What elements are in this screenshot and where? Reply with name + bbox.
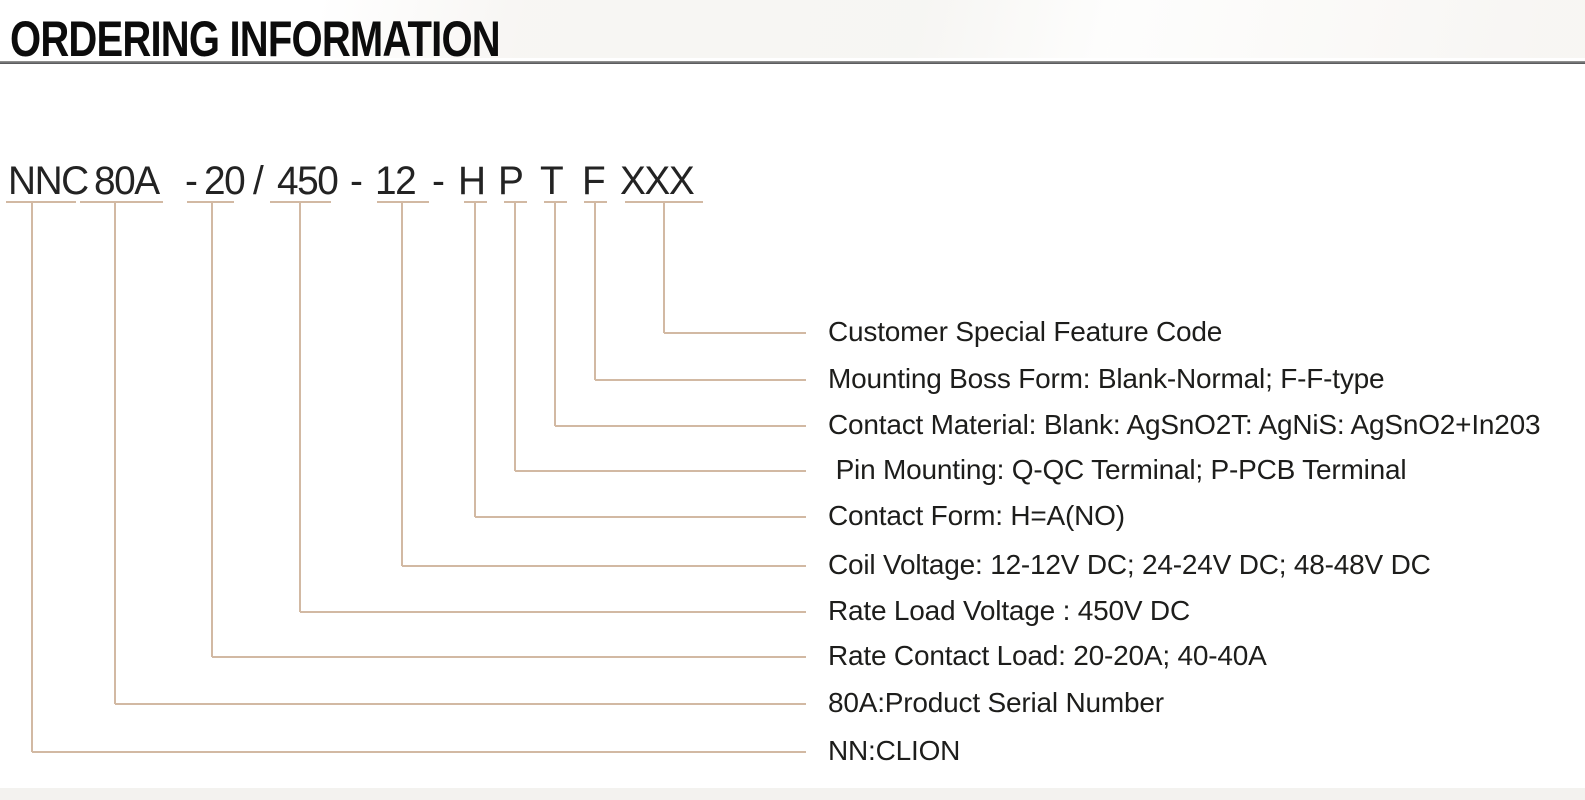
part-code-segment-separator: /: [253, 159, 264, 203]
part-code-segment-nnc: NNC: [8, 159, 89, 203]
part-code-segment-separator: -: [350, 159, 363, 203]
header-tint: [0, 0, 1585, 58]
part-code-segment-20: 20: [204, 159, 246, 203]
legend-label: Rate Contact Load: 20-20A; 40-40A: [828, 639, 1267, 671]
part-code-segment-h: H: [458, 159, 486, 203]
part-code-segment-t: T: [540, 159, 564, 203]
legend-label: Contact Material: Blank: AgSnO2T: AgNiS:…: [828, 408, 1541, 440]
legend-label: Mounting Boss Form: Blank-Normal; F-F-ty…: [828, 362, 1385, 394]
title-rule: [0, 61, 1585, 64]
part-code-segment-xxx: XXX: [620, 159, 695, 203]
part-code-segment-p: P: [498, 159, 524, 203]
legend-label: 80A:Product Serial Number: [828, 686, 1164, 718]
legend-label: Customer Special Feature Code: [828, 315, 1223, 347]
page-title: ORDERING INFORMATION: [10, 11, 501, 67]
part-code-segment-450: 450: [277, 159, 339, 203]
legend-label: Rate Load Voltage : 450V DC: [828, 594, 1190, 626]
legend-label: Pin Mounting: Q-QC Terminal; P-PCB Termi…: [828, 453, 1407, 485]
part-code-segment-separator: -: [185, 159, 198, 203]
part-code-segment-f: F: [582, 159, 606, 203]
part-code-segment-80a: 80A: [94, 159, 160, 203]
legend-label: Coil Voltage: 12-12V DC; 24-24V DC; 48-4…: [828, 548, 1431, 580]
legend-label: NN:CLION: [828, 734, 961, 766]
footer-band: [0, 788, 1585, 800]
part-code-segment-separator: -: [432, 159, 445, 203]
legend-label: Contact Form: H=A(NO): [828, 499, 1125, 531]
part-code-segment-12: 12: [375, 159, 417, 203]
